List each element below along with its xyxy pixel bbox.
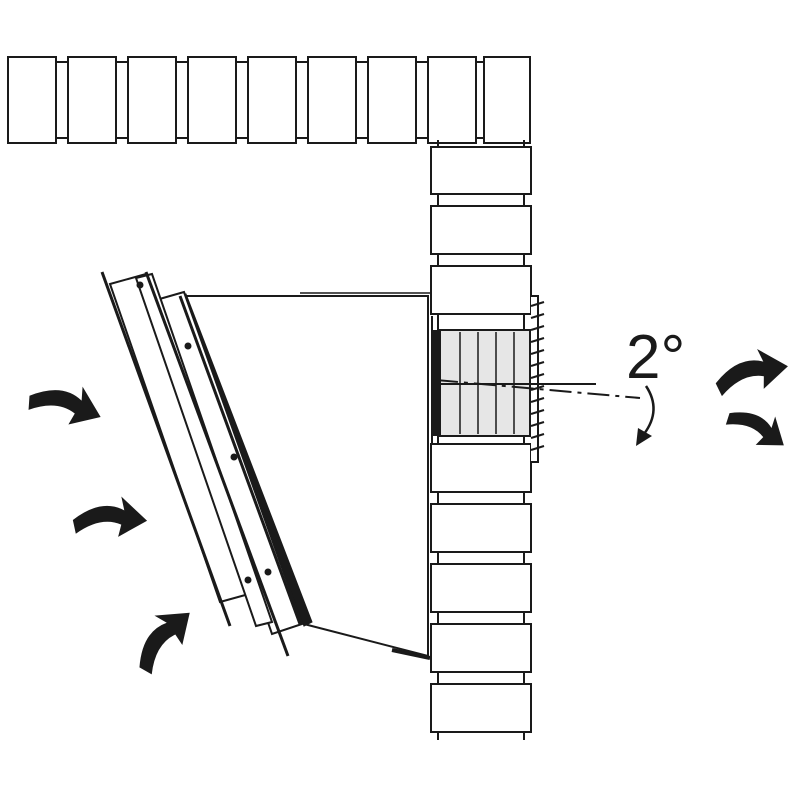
inlet-arrow-bottom [123,596,201,680]
inlet-arrow-middle [71,494,149,540]
outlet-arrow-down [722,397,794,457]
outlet-arrow-up [709,341,793,403]
outer-grille [530,295,545,463]
top-brick-row [7,56,531,144]
inlet-arrow-top [25,376,107,431]
wall-brick-column [430,140,532,740]
reference-lines [435,379,641,399]
rotation-arrow-icon [636,385,655,446]
tilt-angle-label: 2° [626,323,685,392]
ventilation-unit [100,271,431,660]
